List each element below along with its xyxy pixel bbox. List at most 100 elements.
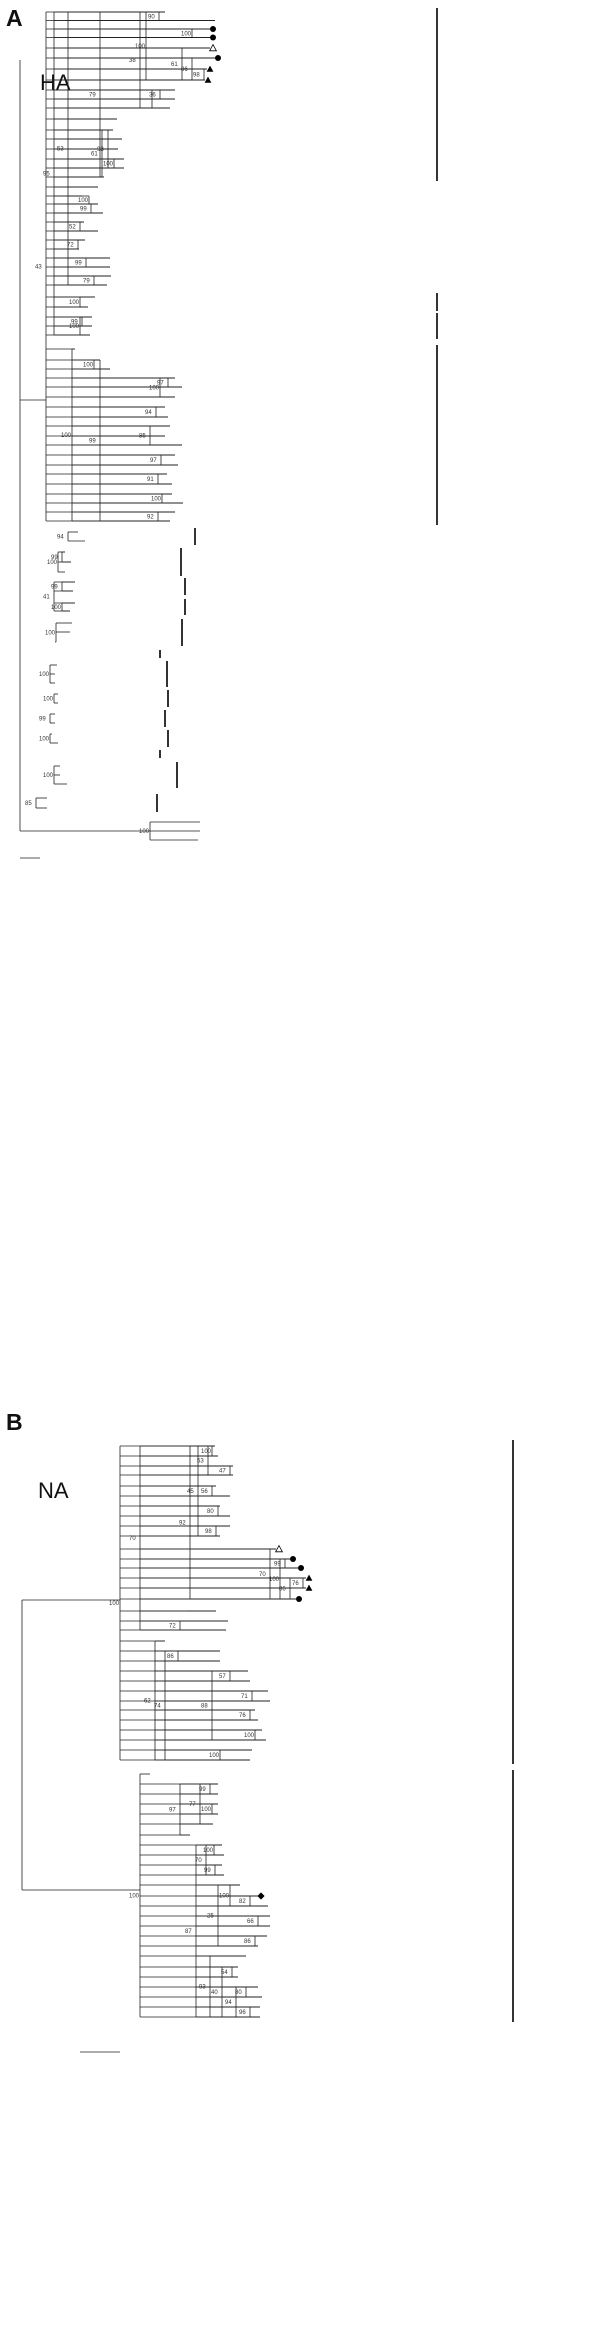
- panel-b-bootstrap-value: 77: [189, 1802, 196, 1808]
- panel-a-bootstrap-value: 99: [51, 555, 58, 561]
- panel-a-marker-triangle-6: [206, 65, 214, 72]
- panel-b-bootstrap-value: 76: [292, 1581, 299, 1587]
- panel-b-bootstrap-value: 62: [144, 1699, 151, 1705]
- panel-a-bootstrap-value: 61: [171, 62, 178, 68]
- panel-b-tree: 1004753568098459976861007092727086577176…: [21, 1440, 514, 2053]
- panel-a-bootstrap-value: 100: [83, 363, 94, 369]
- panel-b-bootstrap-value: 100: [269, 1577, 280, 1583]
- panel-a-bootstrap-value: 86: [181, 67, 188, 73]
- panel-a-bootstrap-value: 100: [43, 697, 54, 703]
- panel-b-bootstrap-value: 94: [225, 2000, 232, 2006]
- panel-b-bootstrap-value: 100: [209, 1753, 220, 1759]
- panel-a-bootstrap-value: 100: [47, 560, 58, 566]
- panel-b-bootstrap-value: 76: [239, 1713, 246, 1719]
- panel-a-letter: A: [6, 5, 23, 31]
- panel-a-bootstrap-value: 100: [181, 31, 192, 37]
- panel-b-bootstrap-value: 47: [219, 1469, 226, 1475]
- panel-b-bootstrap-value: 80: [235, 1990, 242, 1996]
- panel-a-bootstrap-value: 97: [150, 458, 157, 464]
- panel-a-bootstrap-value: 99: [51, 585, 58, 591]
- panel-b-marker-triangle-13: [305, 1574, 313, 1581]
- panel-a-bootstrap-value: 94: [145, 410, 152, 416]
- panel-a-bootstrap-value: 38: [129, 58, 136, 64]
- panel-b-bootstrap-value: 71: [241, 1694, 248, 1700]
- panel-a-bootstrap-value: 93: [97, 147, 104, 153]
- panel-b-bootstrap-value: 99: [274, 1562, 281, 1568]
- panel-b-bootstrap-value: 57: [219, 1674, 226, 1680]
- panel-b-marker-diamond-44: [257, 1892, 265, 1900]
- panel-a-bootstrap-value: 100: [149, 386, 160, 392]
- panel-b-bootstrap-value: 100: [201, 1807, 212, 1813]
- panel-b-bootstrap-value: 96: [239, 2010, 246, 2016]
- panel-a-bootstrap-value: 61: [91, 152, 98, 158]
- panel-a-marker-circle-3: [210, 34, 216, 41]
- panel-b-bootstrap-value: 93: [199, 1985, 206, 1991]
- panel-a-bootstrap-value: 99: [89, 439, 96, 445]
- panel-a-bootstrap-value: 100: [51, 605, 62, 611]
- panel-a-bootstrap-value: 99: [75, 261, 82, 267]
- panel-b-marker-circle-12: [298, 1565, 304, 1571]
- panel-b-bootstrap-value: 70: [195, 1858, 202, 1864]
- panel-a-bootstrap-value: 100: [45, 631, 56, 637]
- panel-b-bootstrap-value: 100: [244, 1733, 255, 1739]
- panel-a-bootstrap-value: 43: [35, 265, 42, 271]
- panel-b-bootstrap-value: 100: [203, 1848, 214, 1854]
- panel-b-bootstrap-value: 100: [219, 1894, 230, 1900]
- panel-b-bootstrap-value: 25: [207, 1914, 214, 1920]
- panel-b-bootstrap-value: 66: [247, 1919, 254, 1925]
- panel-a-bootstrap-value: 90: [148, 14, 155, 20]
- panel-b-marker-circle-11: [290, 1556, 296, 1562]
- panel-b-bootstrap-value: 56: [201, 1489, 208, 1495]
- panel-a-bootstrap-value: 92: [147, 515, 154, 521]
- panel-a-bootstrap-value: 100: [151, 497, 162, 503]
- panel-b-marker-triangle-open-10: [274, 1544, 284, 1553]
- panel-a-segment-label: HA: [40, 70, 71, 95]
- panel-a-marker-circle-2: [210, 26, 216, 32]
- panel-b-bootstrap-value: 97: [169, 1808, 176, 1814]
- panel-b-marker-circle-15: [296, 1596, 302, 1602]
- panel-a-bootstrap-value: 53: [57, 147, 64, 153]
- panel-b-letter: B: [6, 1409, 23, 1435]
- panel-a-bootstrap-value: 100: [139, 829, 150, 835]
- panel-a-bootstrap-value: 100: [43, 773, 54, 779]
- panel-a-bootstrap-value: 41: [43, 595, 50, 601]
- panel-b-bootstrap-value: 100: [129, 1894, 140, 1900]
- panel-b-bootstrap-value: 87: [185, 1929, 192, 1935]
- panel-a-bootstrap-value: 91: [147, 477, 154, 483]
- panel-a-tree: 9010098866110036381009361791009952729979…: [19, 8, 438, 859]
- panel-a-bootstrap-value: 99: [39, 717, 46, 723]
- panel-a-bootstrap-value: 72: [67, 243, 74, 249]
- panel-b-bootstrap-value: 40: [211, 1990, 218, 1996]
- panel-b-bootstrap-value: 70: [259, 1572, 266, 1578]
- panel-b-segment-label: NA: [38, 1478, 69, 1503]
- panel-b-bootstrap-value: 80: [207, 1509, 214, 1515]
- panel-a-bootstrap-value: 94: [57, 535, 64, 541]
- panel-a-bootstrap-value: 79: [83, 279, 90, 285]
- panel-a-bootstrap-value: 36: [149, 93, 156, 99]
- panel-a-bootstrap-value: 100: [78, 198, 89, 204]
- panel-b-marker-triangle-14: [305, 1584, 313, 1591]
- panel-a-bootstrap-value: 98: [193, 73, 200, 79]
- panel-a-bootstrap-value: 100: [39, 737, 50, 743]
- panel-a-bootstrap-value: 95: [43, 172, 50, 178]
- panel-a-marker-triangle-7: [204, 76, 212, 83]
- panel-b-bootstrap-value: 100: [109, 1601, 120, 1607]
- panel-b-bootstrap-value: 86: [244, 1939, 251, 1945]
- panel-a-bootstrap-value: 100: [39, 672, 50, 678]
- panel-a-bootstrap-value: 99: [80, 207, 87, 213]
- panel-b-bootstrap-value: 70: [129, 1536, 136, 1542]
- panel-b-bootstrap-value: 72: [169, 1624, 176, 1630]
- panel-a-marker-triangle-open-4: [208, 43, 218, 52]
- panel-b-bootstrap-value: 45: [187, 1489, 194, 1495]
- panel-a-marker-circle-5: [215, 55, 221, 61]
- panel-b-bootstrap-value: 86: [167, 1654, 174, 1660]
- panel-a-bootstrap-value: 79: [89, 93, 96, 99]
- panel-a-bootstrap-value: 97: [157, 381, 164, 387]
- panel-a-bootstrap-value: 52: [69, 225, 76, 231]
- panel-a-bootstrap-value: 85: [139, 434, 146, 440]
- panel-b-bootstrap-value: 98: [205, 1529, 212, 1535]
- panel-b-bootstrap-value: 74: [154, 1704, 161, 1710]
- panel-a-bootstrap-value: 100: [69, 324, 80, 330]
- panel-b-bootstrap-value: 99: [204, 1868, 211, 1874]
- panel-b-bootstrap-value: 53: [197, 1459, 204, 1465]
